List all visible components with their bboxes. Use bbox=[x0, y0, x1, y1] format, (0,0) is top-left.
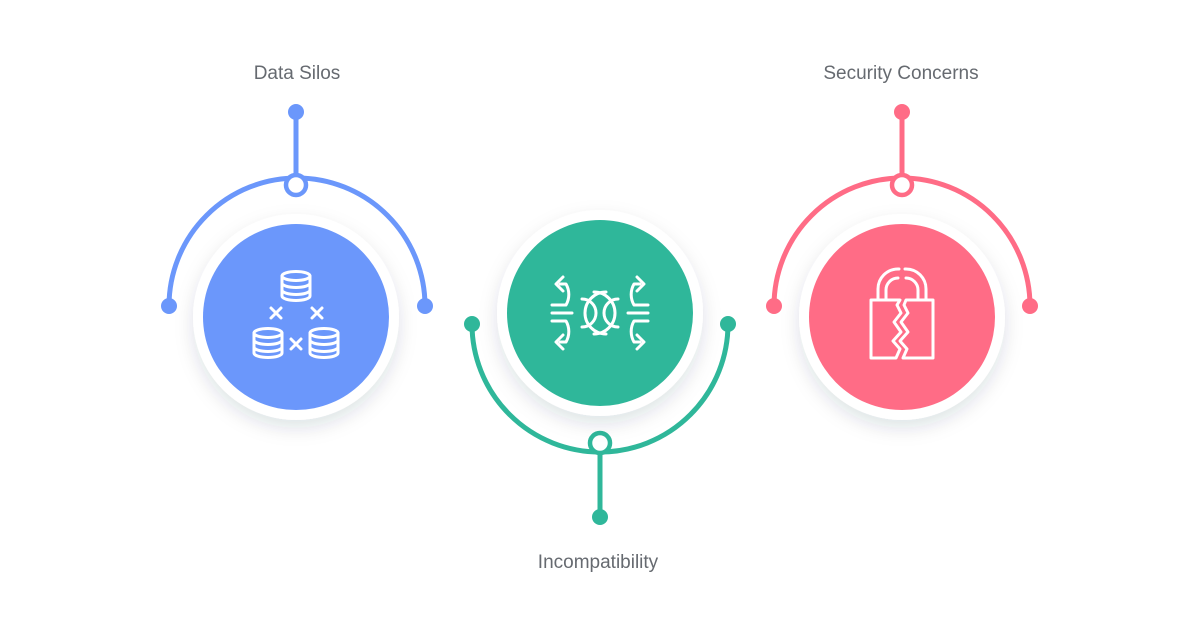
stem-end-dot bbox=[592, 509, 608, 525]
arc-end-dot-right bbox=[417, 298, 433, 314]
item-security-concerns: Security Concerns bbox=[766, 63, 1038, 420]
arc-end-dot-left bbox=[766, 298, 782, 314]
arc-end-dot-left bbox=[161, 298, 177, 314]
item-label: Data Silos bbox=[254, 63, 341, 84]
item-incompatibility: Incompatibility bbox=[464, 210, 736, 573]
stem-end-dot bbox=[894, 104, 910, 120]
circle-colored-disc bbox=[809, 224, 995, 410]
arc-end-dot-right bbox=[1022, 298, 1038, 314]
database-disconnected-icon bbox=[252, 270, 340, 359]
arc-end-dot-right bbox=[720, 316, 736, 332]
item-label: Security Concerns bbox=[823, 63, 978, 84]
diverging-arrows-icon bbox=[550, 275, 650, 351]
arc-end-dot-left bbox=[464, 316, 480, 332]
broken-padlock-icon bbox=[869, 267, 935, 360]
item-data-silos: Data Silos bbox=[161, 63, 433, 420]
item-label: Incompatibility bbox=[538, 552, 659, 573]
circle-colored-disc bbox=[507, 220, 693, 406]
arc-node-ring bbox=[283, 172, 309, 198]
stem-end-dot bbox=[288, 104, 304, 120]
circle-colored-disc bbox=[203, 224, 389, 410]
arc-node-ring bbox=[587, 430, 613, 456]
arc-node-ring bbox=[889, 172, 915, 198]
